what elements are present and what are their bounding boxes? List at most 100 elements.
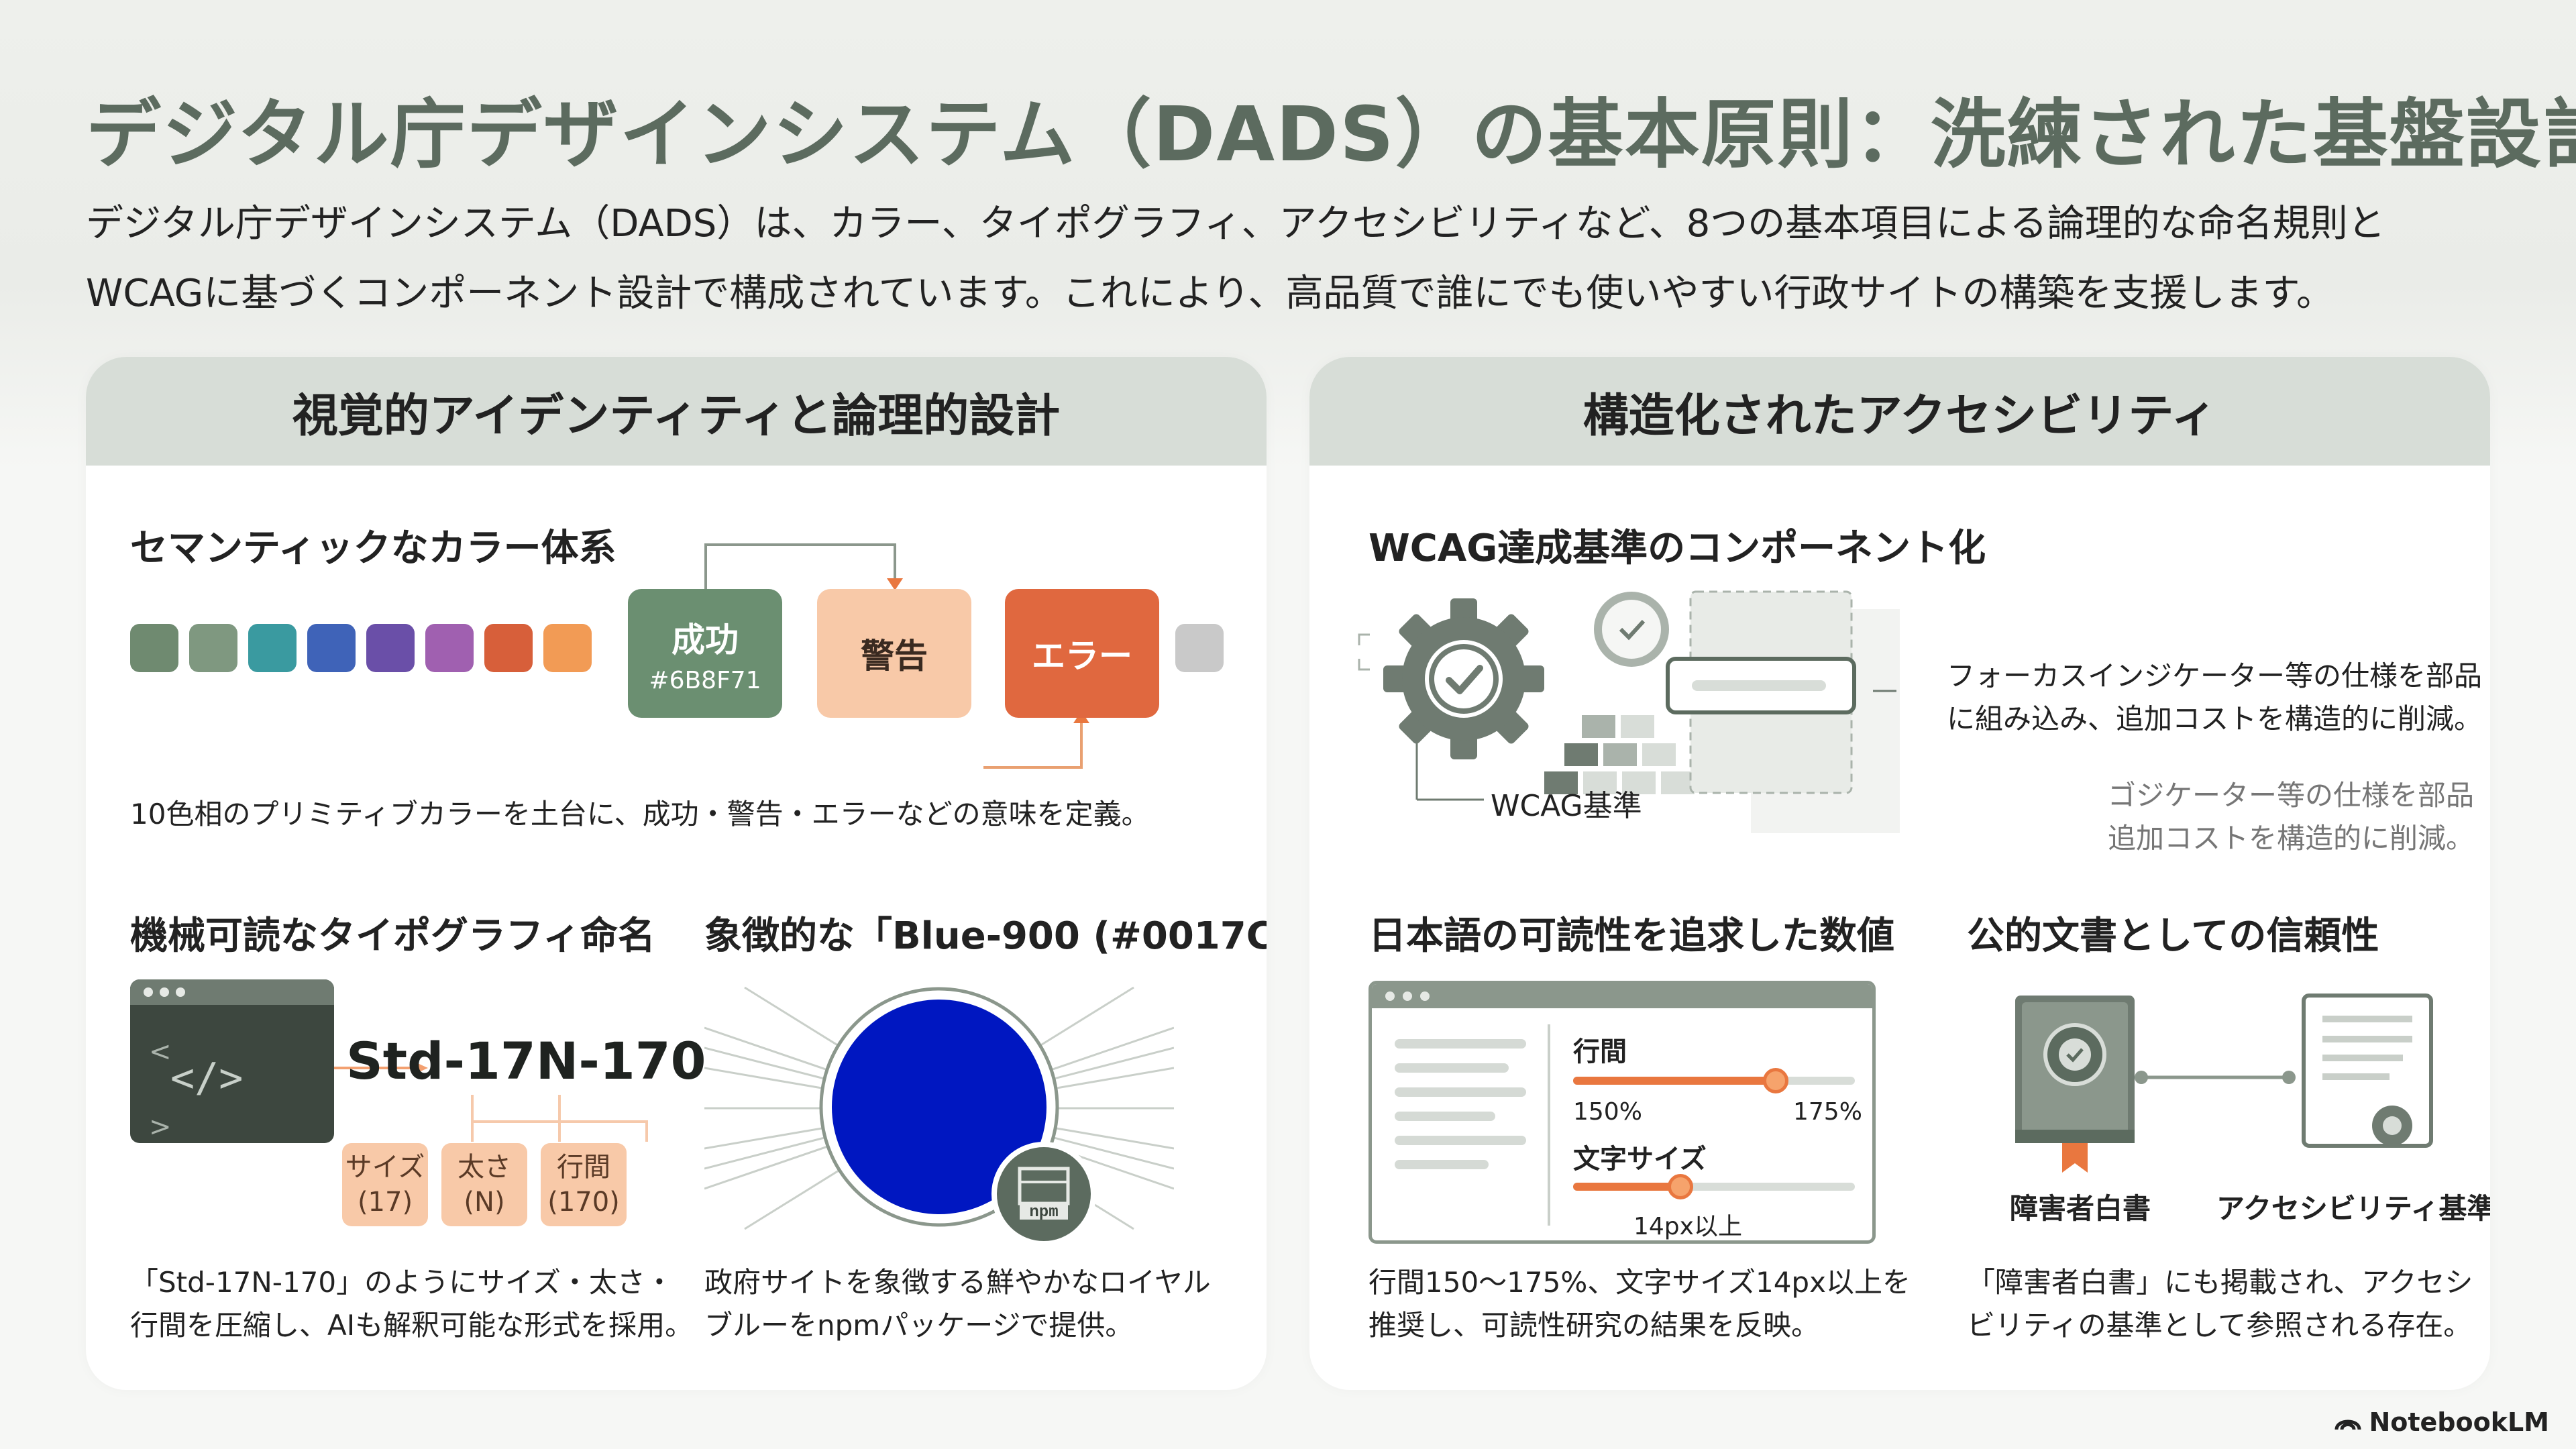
line-height-label: 行間: [1573, 1036, 1627, 1067]
code-window: <> </>: [130, 979, 334, 1143]
readability-window: 行間 150% 175% 文字サイズ 14px以上: [1368, 981, 1876, 1244]
code-chevrons: <>: [149, 1036, 172, 1142]
color-caption: 10色相のプリミティブカラーを土台に、成功・警告・エラーなどの意味を定義。: [130, 798, 1150, 830]
window-dot-icon: [1403, 991, 1412, 1001]
page-title: デジタル庁デザインシステム（DADS）の基本原則：洗練された基盤設計: [86, 91, 2576, 178]
color-swatch: [307, 624, 356, 672]
chip-label: サイズ: [345, 1152, 425, 1183]
warning-label: 警告: [861, 637, 928, 676]
caption-line: 行間150〜175%、文字サイズ14px以上を: [1368, 1266, 1911, 1299]
font-size-label: 文字サイズ: [1573, 1144, 1707, 1175]
line-height-slider-knob[interactable]: [1763, 1068, 1789, 1093]
warning-tile: 警告: [817, 589, 971, 718]
success-tile: 成功 #6B8F71: [628, 589, 782, 718]
intro-line: WCAGに基づくコンポーネント設計で構成されています。これにより、高品質で誰にで…: [86, 272, 2334, 315]
color-swatch: [543, 624, 592, 672]
window-dot-icon: [144, 987, 153, 997]
npm-package-icon: [991, 1142, 1096, 1242]
wcag-component-illustration: [1358, 590, 1900, 833]
intro-text: デジタル庁デザインシステム（DADS）は、カラー、タイポグラフィ、アクセシビリテ…: [86, 189, 2501, 329]
token-breakdown-lines: [471, 1095, 648, 1142]
right-panel-heading: 構造化されたアクセシビリティ: [1309, 357, 2490, 466]
trust-section-title: 公的文書としての信頼性: [1967, 914, 2379, 958]
color-swatch: [1175, 624, 1224, 672]
color-swatch: [425, 624, 474, 672]
intro-line: デジタル庁デザインシステム（DADS）は、カラー、タイポグラフィ、アクセシビリテ…: [86, 202, 2385, 246]
error-label: エラー: [1032, 637, 1132, 676]
typography-token-name: Std-17N-170: [346, 1031, 706, 1091]
window-dot-icon: [1420, 991, 1430, 1001]
color-swatch: [484, 624, 533, 672]
notebooklm-logo-icon: [2334, 1419, 2361, 1430]
caption-line: 追加コストを構造的に削減。: [2108, 822, 2475, 855]
font-size-fill: [1573, 1183, 1680, 1191]
left-panel: 視覚的アイデンティティと論理的設計 セマンティックなカラー体系 成功 #6B8F…: [86, 357, 1267, 1390]
trust-illustration: [2015, 994, 2433, 1173]
focus-caption: フォーカスインジケーター等の仕様を部品 に組み込み、追加コストを構造的に削減。: [1947, 655, 2482, 741]
color-section-title: セマンティックなカラー体系: [130, 527, 616, 570]
gear-check-icon: [1383, 598, 1544, 759]
color-swatch: [366, 624, 415, 672]
ghost-caption: ゴジケーター等の仕様を部品 追加コストを構造的に削減。: [2108, 774, 2474, 860]
left-panel-heading: 視覚的アイデンティティと論理的設計: [86, 357, 1267, 466]
font-size-value: 14px以上: [1633, 1213, 1742, 1240]
caption-line: ブルーをnpmパッケージで提供。: [704, 1309, 1134, 1342]
error-arrow: [983, 719, 1083, 769]
book-label: 障害者白書: [2010, 1192, 2151, 1225]
typography-section-title: 機械可読なタイポグラフィ命名: [130, 914, 655, 958]
certificate-icon: [2302, 994, 2433, 1148]
code-icon: </>: [170, 1055, 244, 1102]
window-dot-icon: [176, 987, 185, 997]
chip-label: 太さ: [458, 1152, 511, 1183]
wcag-label: WCAG基準: [1491, 789, 1642, 823]
blue-section-title: 象徴的な「Blue-900 (#0017C1)」: [704, 914, 1267, 958]
right-panel: 構造化されたアクセシビリティ WCAG達成基準のコンポーネント化: [1309, 357, 2490, 1390]
color-swatch: [130, 624, 178, 672]
caption-line: に組み込み、追加コストを構造的に削減。: [1947, 702, 2483, 735]
line-height-fill: [1573, 1077, 1776, 1085]
caption-line: 「Std-17N-170」のようにサイズ・太さ・: [130, 1266, 674, 1299]
caption-line: ゴジケーター等の仕様を部品: [2108, 779, 2475, 812]
blue-900-illustration: npm: [704, 986, 1174, 1242]
readability-caption: 行間150〜175%、文字サイズ14px以上を 推奨し、可読性研究の結果を反映。: [1368, 1261, 1911, 1347]
small-gear-icon: [1594, 592, 1669, 667]
line-height-max: 175%: [1793, 1098, 1862, 1126]
standard-label: アクセシビリティ基準: [2216, 1192, 2490, 1225]
color-swatch: [189, 624, 237, 672]
success-code: #6B8F71: [649, 666, 761, 694]
chip-weight: 太さ (N): [441, 1143, 527, 1226]
success-to-warning-arrow: [704, 543, 896, 590]
caption-line: 行間を圧縮し、AIも解釈可能な形式を採用。: [130, 1309, 694, 1342]
chip-label: 行間: [557, 1152, 610, 1183]
window-titlebar: [1372, 984, 1872, 1008]
caption-line: ビリティの基準として参照される存在。: [1967, 1309, 2472, 1342]
chip-value: (170): [547, 1187, 620, 1218]
caption-line: 推奨し、可読性研究の結果を反映。: [1368, 1309, 1820, 1342]
trust-caption: 「障害者白書」にも掲載され、アクセシ ビリティの基準として参照される存在。: [1967, 1261, 2473, 1347]
caption-line: フォーカスインジケーター等の仕様を部品: [1947, 659, 2483, 692]
blue-caption: 政府サイトを象徴する鮮やかなロイヤル ブルーをnpmパッケージで提供。: [704, 1261, 1211, 1347]
font-size-slider-knob[interactable]: [1667, 1174, 1693, 1199]
white-paper-book-icon: [2015, 996, 2135, 1173]
brand-badge: NotebookLM: [2334, 1407, 2549, 1437]
window-dot-icon: [160, 987, 169, 997]
error-tile: エラー: [1005, 589, 1159, 718]
npm-text: npm: [1029, 1203, 1058, 1222]
caption-line: 政府サイトを象徴する鮮やかなロイヤル: [704, 1266, 1211, 1299]
wcag-section-title: WCAG達成基準のコンポーネント化: [1368, 527, 1986, 570]
text-lines-placeholder: [1395, 1039, 1529, 1169]
chip-value: (N): [464, 1187, 505, 1218]
success-label: 成功: [672, 620, 739, 659]
typography-caption: 「Std-17N-170」のようにサイズ・太さ・ 行間を圧縮し、AIも解釈可能な…: [130, 1261, 693, 1347]
caption-line: 「障害者白書」にも掲載され、アクセシ: [1967, 1266, 2473, 1299]
block-grid-icon: [1544, 715, 1695, 794]
blue-900-swatch: [832, 1000, 1046, 1214]
line-height-min: 150%: [1573, 1098, 1642, 1126]
focus-bracket-icon: [1358, 633, 1370, 671]
brand-name: NotebookLM: [2369, 1407, 2549, 1437]
chip-value: (17): [357, 1187, 413, 1218]
color-swatch: [248, 624, 297, 672]
readability-section-title: 日本語の可読性を追求した数値: [1368, 914, 1894, 958]
chip-size: サイズ (17): [342, 1143, 428, 1226]
chip-line-height: 行間 (170): [541, 1143, 627, 1226]
